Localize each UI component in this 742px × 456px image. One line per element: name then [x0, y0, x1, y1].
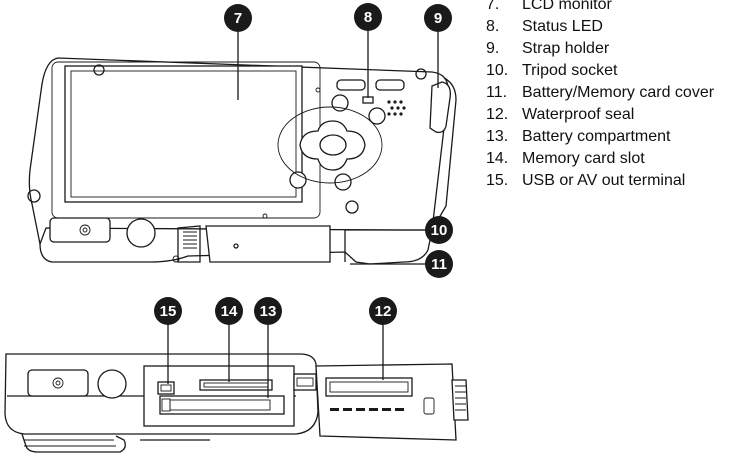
legend-item: 8. Status LED [486, 16, 742, 38]
leader-lines [167, 30, 439, 398]
svg-text:10: 10 [431, 222, 448, 239]
legend-label: Battery/Memory card cover [522, 84, 715, 101]
legend-number: 11. [486, 84, 508, 101]
callout-10: 10 [425, 216, 453, 244]
screw-icon [27, 189, 41, 203]
camera-back-view [27, 57, 457, 265]
legend-label: Status LED [522, 18, 603, 35]
legend-number: 9. [486, 40, 500, 57]
svg-text:12: 12 [375, 303, 392, 320]
opened-battery-cover [315, 363, 457, 441]
callout-8: 8 [354, 3, 382, 31]
legend-item: 13. Battery compartment [486, 126, 742, 148]
lcd-monitor [64, 65, 303, 203]
legend-number: 12. [486, 106, 509, 123]
legend-item: 10. Tripod socket [486, 60, 742, 82]
tripod-socket [126, 218, 156, 248]
usb-av-terminal [157, 381, 175, 395]
screw-icon [415, 68, 427, 80]
ok-button [319, 134, 347, 156]
callout-13: 13 [254, 297, 282, 325]
legend-label: Waterproof seal [522, 106, 635, 123]
tripod-socket [97, 369, 127, 399]
callout-15: 15 [154, 297, 182, 325]
parts-legend: 7. LCD monitor 8. Status LED 9. Strap holde… [486, 0, 742, 192]
legend-number: 8. [486, 18, 500, 35]
lock-icon [52, 377, 64, 389]
speaker-grille [387, 100, 406, 116]
round-button [368, 107, 386, 125]
callout-7: 7 [224, 4, 252, 32]
round-button [289, 171, 307, 189]
legend-label: Memory card slot [522, 150, 645, 167]
svg-text:8: 8 [364, 9, 372, 26]
legend-item: 9. Strap holder [486, 38, 742, 60]
legend-item: 11. Battery/Memory card cover [486, 82, 742, 104]
legend-number: 14. [486, 150, 509, 167]
memory-card-slot [199, 379, 273, 391]
callout-9: 9 [424, 4, 452, 32]
legend-number: 13. [486, 128, 509, 145]
legend-item: 14. Memory card slot [486, 148, 742, 170]
callout-14: 14 [215, 297, 243, 325]
svg-text:13: 13 [260, 303, 277, 320]
screw-icon [93, 64, 105, 76]
mode-button [375, 79, 405, 91]
battery-cover [205, 225, 331, 263]
waterproof-seal [325, 377, 413, 397]
battery [159, 395, 285, 415]
svg-text:14: 14 [221, 303, 238, 320]
legend-number: 10. [486, 62, 509, 79]
legend-label: LCD monitor [522, 0, 612, 13]
menu-button [336, 79, 366, 91]
legend-label: Strap holder [522, 40, 610, 57]
lock-icon [79, 224, 91, 236]
camera-bottom-view [4, 353, 469, 453]
vent-slots [330, 408, 404, 411]
legend-label: USB or AV out terminal [522, 172, 686, 189]
legend-number: 7. [486, 0, 500, 13]
legend-item: 12. Waterproof seal [486, 104, 742, 126]
callout-12: 12 [369, 297, 397, 325]
legend-item: 7. LCD monitor [486, 0, 742, 16]
svg-text:9: 9 [434, 10, 442, 27]
strap-holder [429, 81, 451, 134]
legend-label: Battery compartment [522, 128, 671, 145]
svg-text:15: 15 [160, 303, 177, 320]
svg-text:11: 11 [431, 256, 447, 273]
legend-number: 15. [486, 172, 509, 189]
svg-text:7: 7 [234, 10, 242, 27]
legend-item: 15. USB or AV out terminal [486, 170, 742, 192]
legend-label: Tripod socket [522, 62, 618, 79]
callout-11: 11 [425, 250, 453, 278]
screw-icon [345, 200, 359, 214]
